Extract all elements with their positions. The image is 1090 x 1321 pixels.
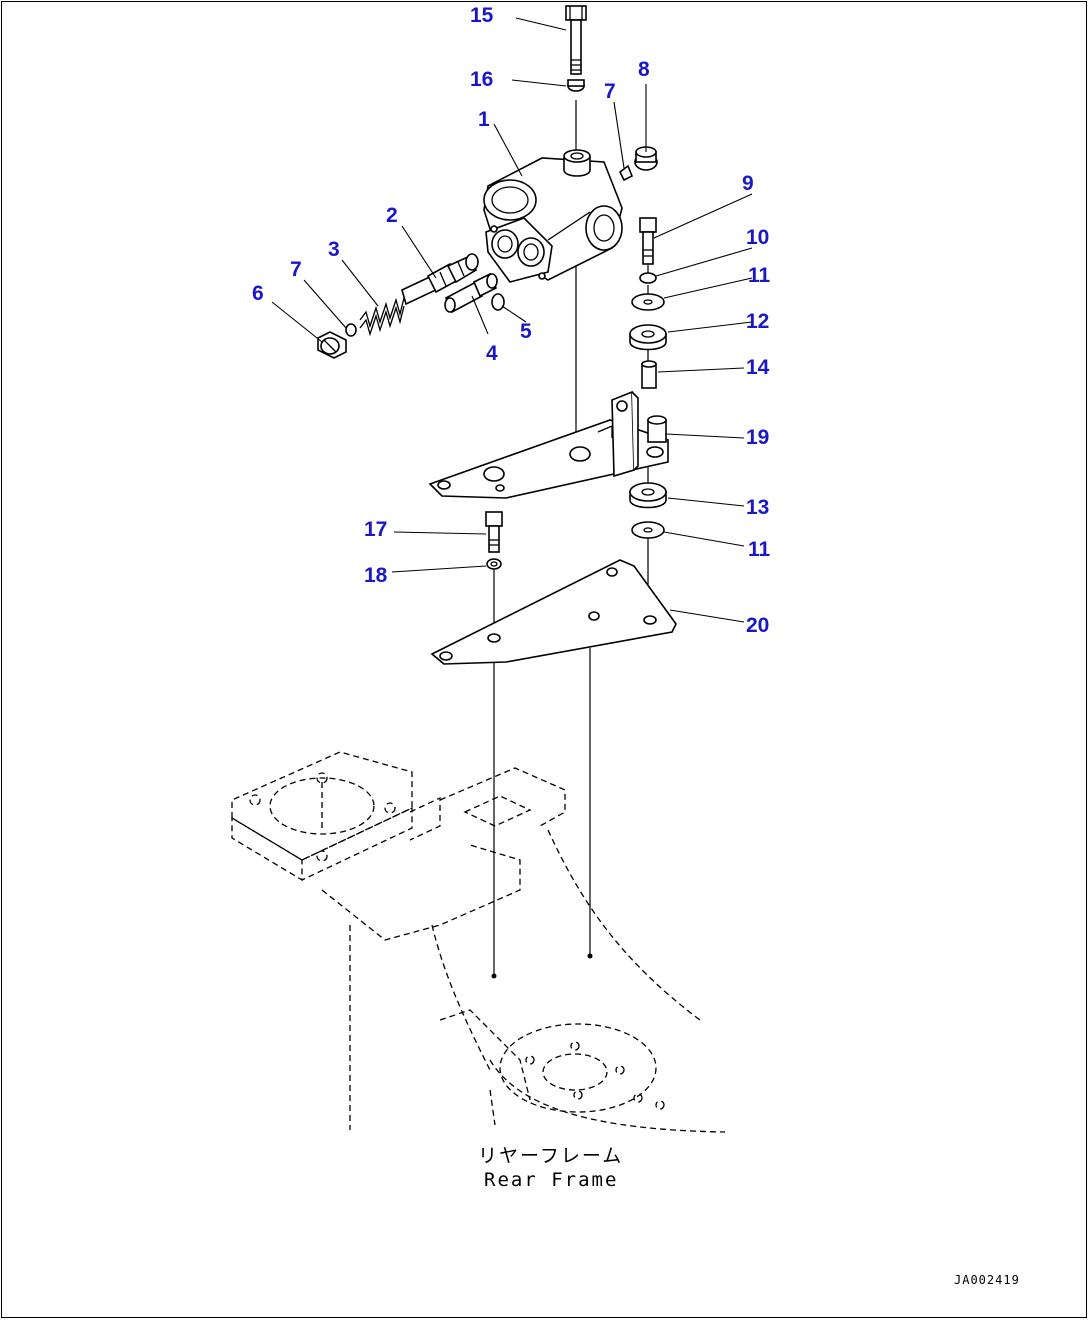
callout-14: 14: [746, 356, 770, 379]
callout-18: 18: [364, 564, 388, 587]
rear-frame-drawing: [231, 751, 726, 1133]
rear-frame-caption: リヤーフレーム Rear Frame: [478, 1145, 623, 1191]
callout-13: 13: [746, 496, 769, 519]
part-4-check-valve: [444, 272, 498, 314]
part-11-washer-lower: [631, 521, 665, 539]
part-7-o-ring-upper: [618, 164, 634, 182]
part-7-o-ring-lower: [345, 323, 357, 337]
part-16-washer: [567, 79, 585, 92]
part-1-valve-body: [483, 149, 623, 283]
callout-5: 5: [520, 320, 532, 343]
part-11-washer-upper: [631, 293, 665, 311]
part-9-bolt: [639, 217, 657, 265]
callout-9: 9: [742, 172, 754, 195]
callout-8: 8: [638, 58, 650, 81]
part-20-base-plate: [430, 559, 677, 665]
callout-4: 4: [486, 342, 498, 365]
drawing-id: JA002419: [954, 1273, 1020, 1287]
part-3-spring: [359, 297, 405, 337]
callout-2: 2: [386, 204, 398, 227]
callout-3: 3: [328, 238, 340, 261]
callout-7-upper: 7: [604, 80, 616, 103]
callout-20: 20: [746, 614, 769, 637]
callout-19: 19: [746, 426, 769, 449]
part-15-bolt: [565, 5, 587, 75]
part-5-o-ring: [491, 293, 505, 311]
part-18-washer: [486, 558, 502, 570]
part-2-spool: [401, 253, 479, 306]
callout-1: 1: [478, 108, 490, 131]
callout-16: 16: [470, 68, 493, 91]
part-17-bolt: [485, 511, 503, 553]
part-6-plug: [317, 331, 347, 359]
part-10-washer: [639, 272, 657, 284]
callout-15: 15: [470, 4, 494, 27]
callout-17: 17: [364, 518, 387, 541]
part-13-mount-rubber: [629, 482, 667, 509]
leader-lines: [271, 17, 753, 623]
callout-10: 10: [746, 226, 769, 249]
part-12-mount-rubber: [629, 324, 667, 351]
callout-11-upper: 11: [748, 264, 771, 287]
callout-11-lower: 11: [748, 538, 771, 561]
caption-english: Rear Frame: [484, 1169, 618, 1191]
callouts: 15 16 7 8 1 9 2 10 3 7 11 6 12 5 4 14 19…: [252, 4, 771, 637]
part-14-collar: [641, 360, 657, 389]
callout-12: 12: [746, 310, 769, 333]
callout-6: 6: [252, 282, 264, 305]
valve-bracket: [428, 390, 669, 499]
callout-7-lower: 7: [290, 258, 302, 281]
caption-japanese: リヤーフレーム: [478, 1145, 623, 1167]
